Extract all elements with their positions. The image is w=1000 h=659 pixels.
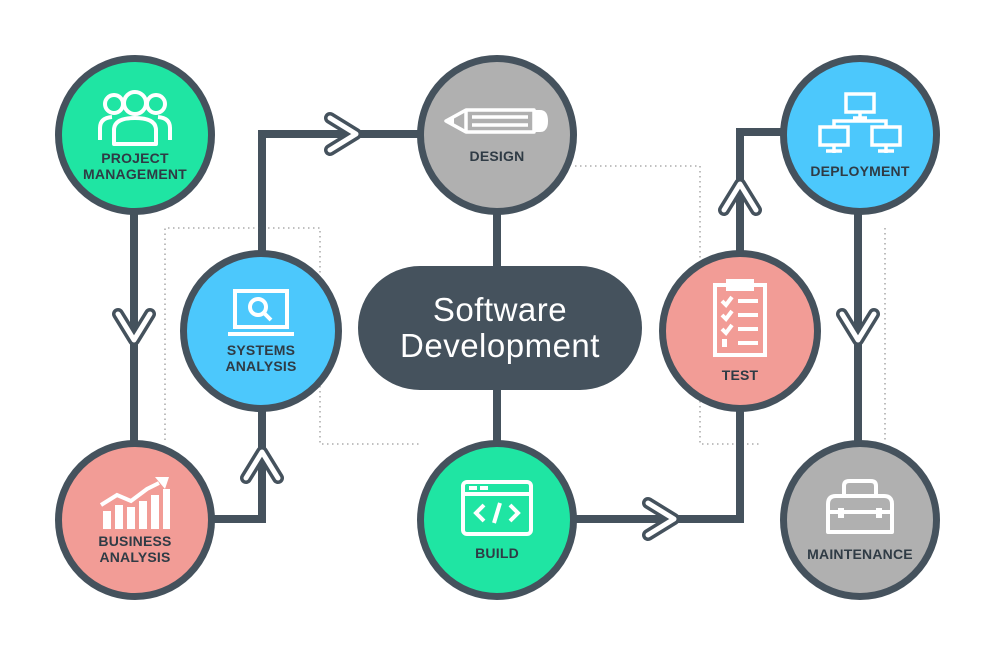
- laptop-search-icon: [228, 289, 294, 336]
- arrows: [112, 112, 880, 541]
- node-test: TEST: [659, 250, 821, 412]
- network-icon: [818, 92, 902, 153]
- growth-chart-icon: [99, 477, 170, 529]
- checklist-icon: [713, 279, 767, 357]
- node-build: BUILD: [417, 440, 577, 600]
- node-label: TEST: [721, 367, 759, 383]
- node-business-analysis: BUSINESS ANALYSIS: [55, 440, 215, 600]
- arrow-up-right: [718, 178, 762, 216]
- dotted-guide-left: [164, 227, 420, 445]
- arrow-up-left: [240, 446, 284, 484]
- node-label: SYSTEMS ANALYSIS: [225, 342, 296, 374]
- title-line-2: Development: [400, 327, 600, 364]
- title-line-1: Software: [432, 291, 568, 328]
- node-maintenance: MAINTENANCE: [780, 440, 940, 600]
- label-line: BUSINESS: [98, 533, 172, 549]
- label-line: PROJECT: [101, 150, 169, 166]
- connector-build-test: [574, 405, 744, 523]
- dotted-guides: [164, 165, 886, 445]
- connector-test-deploy: [736, 128, 785, 252]
- code-window-icon: [461, 480, 533, 536]
- label-line: ANALYSIS: [99, 549, 171, 565]
- node-systems-analysis: SYSTEMS ANALYSIS: [180, 250, 342, 412]
- center-title: Software Development: [358, 266, 642, 390]
- node-project-management: PROJECT MANAGEMENT: [55, 55, 215, 215]
- node-label: DEPLOYMENT: [810, 163, 910, 179]
- node-label: BUSINESS ANALYSIS: [98, 533, 171, 565]
- connector-sa-design: [258, 130, 420, 255]
- label-line: ANALYSIS: [225, 358, 297, 374]
- arrow-down-right: [836, 308, 880, 346]
- label-line: MANAGEMENT: [83, 166, 187, 182]
- pencil-icon: [444, 108, 548, 134]
- node-label: BUILD: [475, 545, 519, 561]
- label-line: SYSTEMS: [226, 342, 296, 358]
- node-label: PROJECT MANAGEMENT: [83, 150, 187, 182]
- arrow-right-top: [324, 112, 362, 156]
- node-deployment: DEPLOYMENT: [780, 55, 940, 215]
- arrow-right-bottom: [642, 497, 680, 541]
- node-label: MAINTENANCE: [807, 546, 913, 562]
- toolbox-icon: [826, 479, 894, 534]
- arrow-down-left: [112, 308, 156, 346]
- node-label: DESIGN: [469, 148, 525, 164]
- team-icon: [98, 90, 172, 146]
- node-design: DESIGN: [417, 55, 577, 215]
